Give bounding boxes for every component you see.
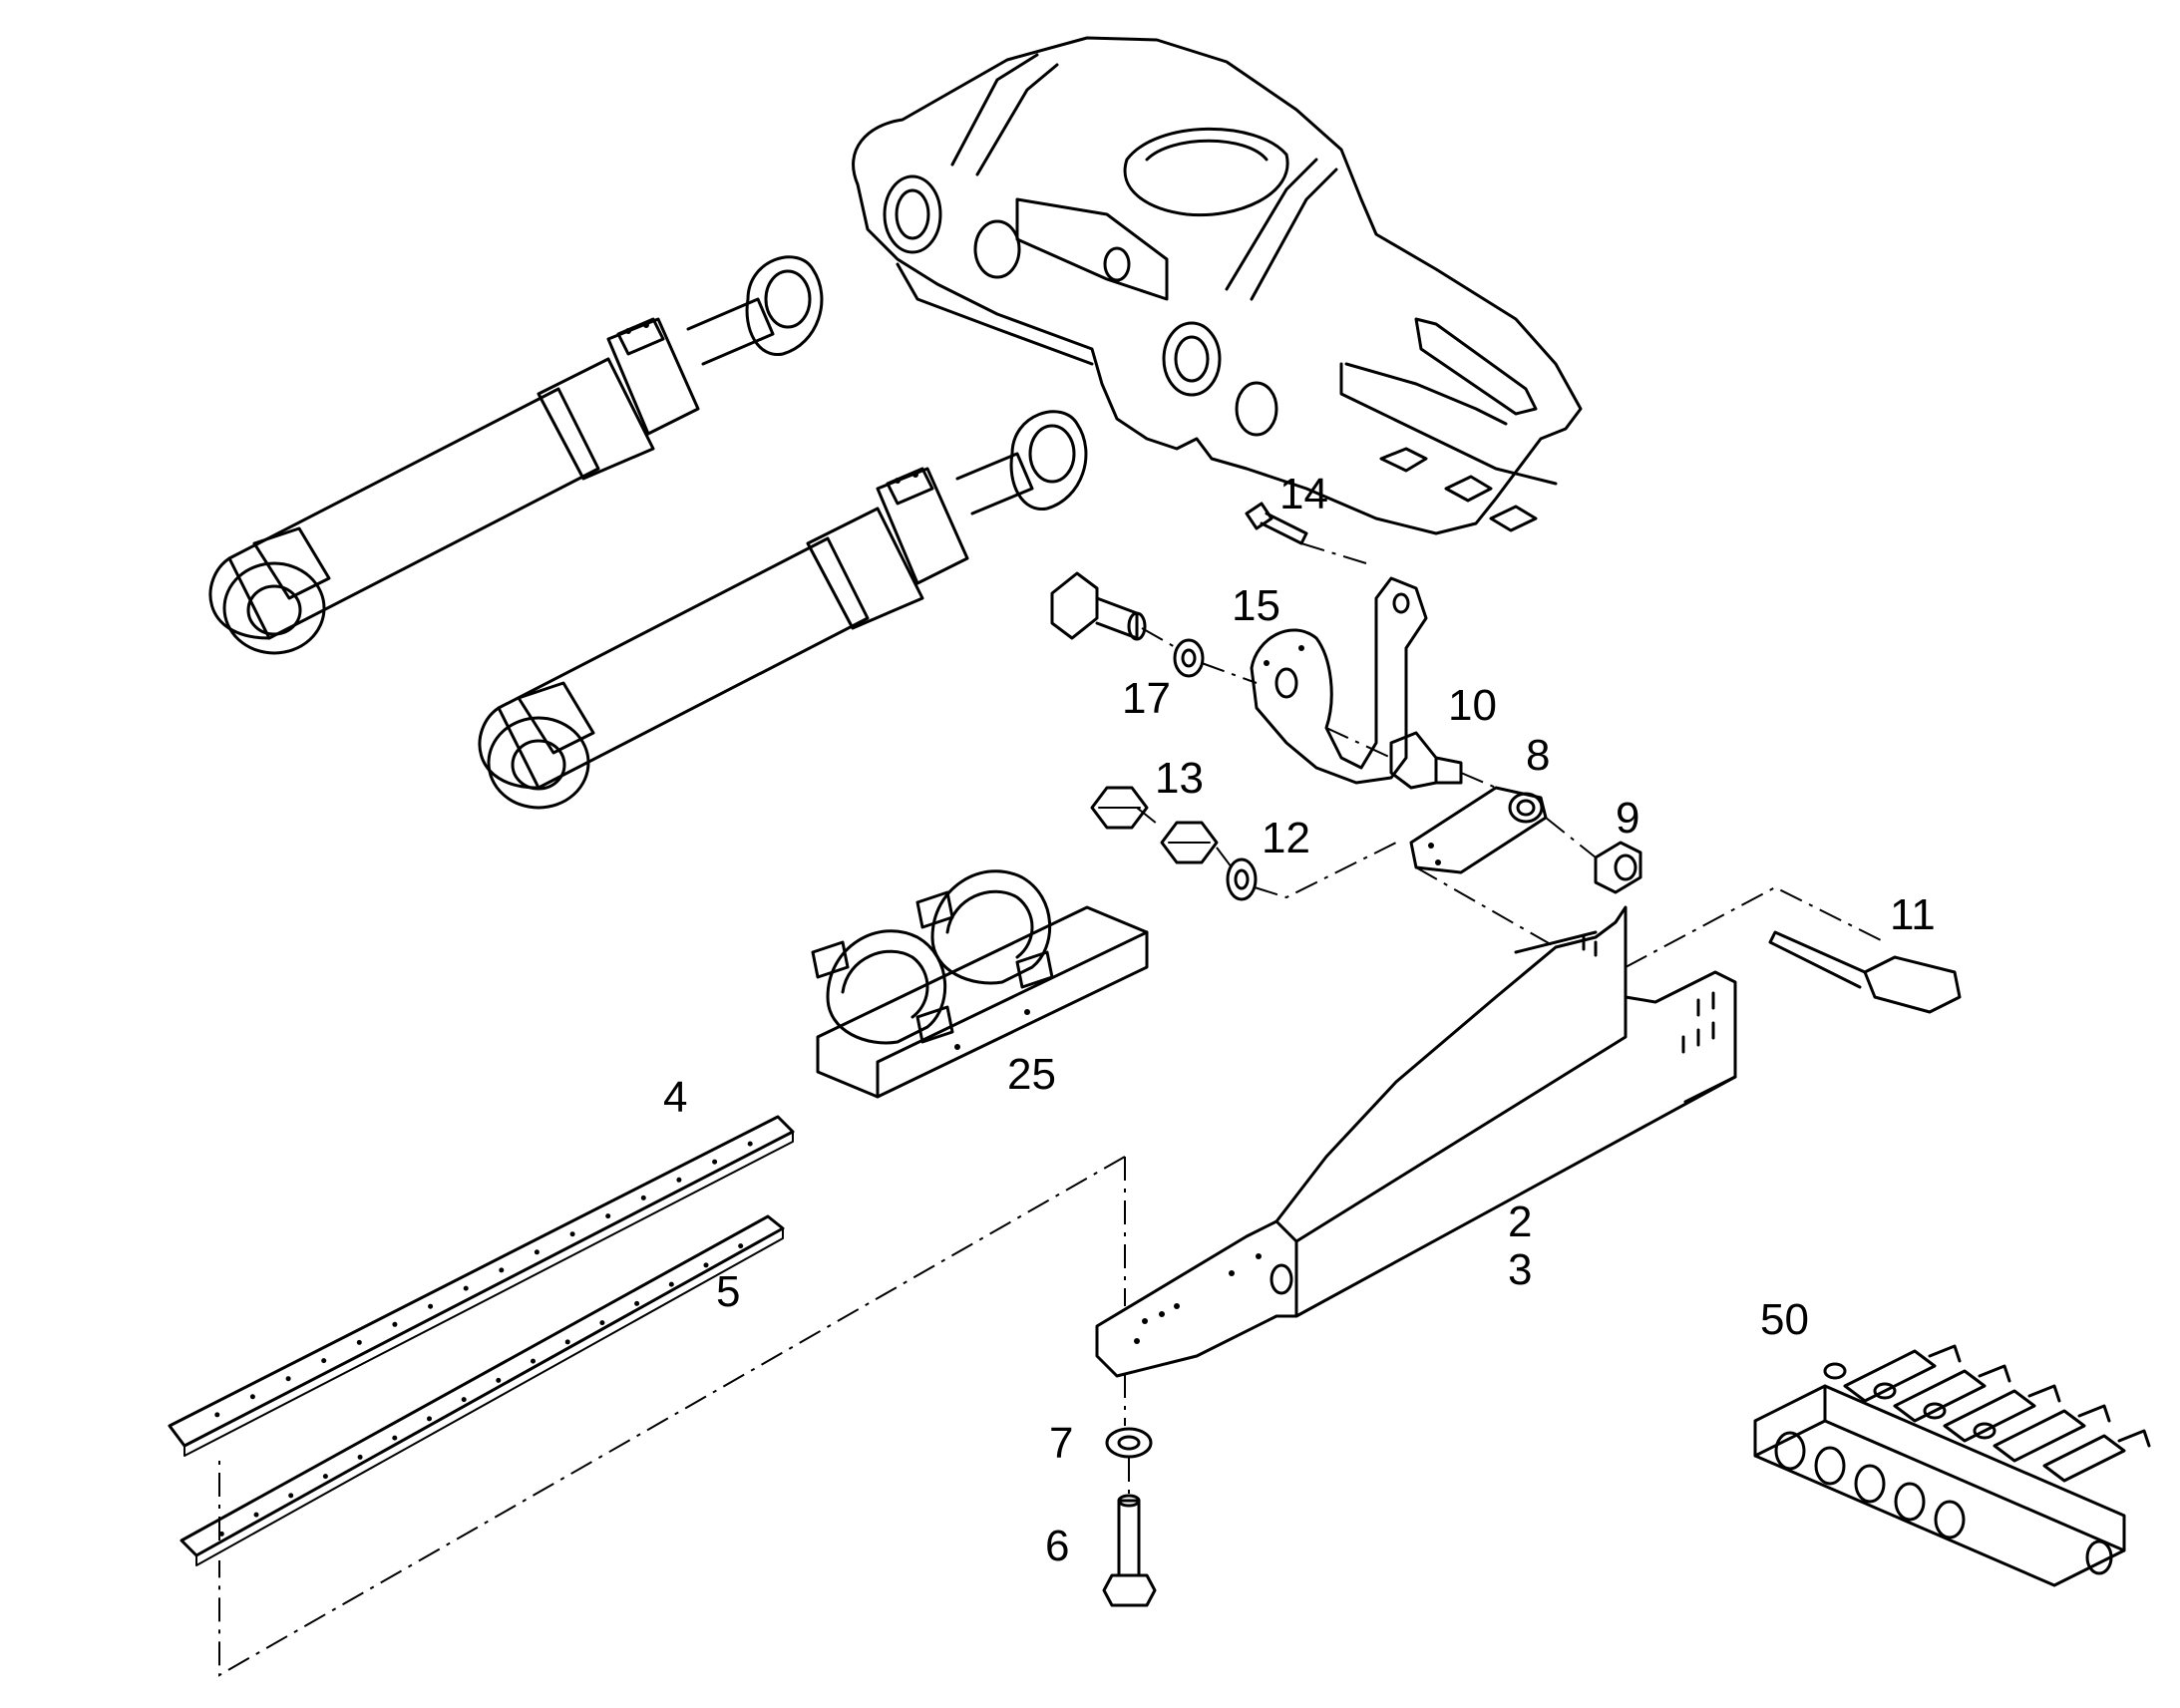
callout-2: 2 <box>1508 1197 1532 1246</box>
callout-6: 6 <box>1045 1522 1069 1570</box>
callout-11: 11 <box>1890 890 1936 939</box>
callout-5: 5 <box>716 1267 740 1316</box>
strip-hole <box>676 1177 682 1183</box>
strip-hole <box>218 1531 224 1537</box>
fitting-10 <box>1389 731 1463 790</box>
lubrication-manifold-50 <box>1753 1344 2151 1587</box>
frame-bracket <box>852 36 1583 535</box>
callout-50: 50 <box>1760 1295 1809 1344</box>
callout-4: 4 <box>663 1073 687 1122</box>
strip-hole <box>285 1376 291 1382</box>
strip-hole <box>747 1141 753 1147</box>
strip-hole <box>249 1394 255 1400</box>
plate-8 <box>1409 786 1548 874</box>
bolt-14 <box>1245 502 1308 545</box>
bracket-15 <box>1250 576 1428 785</box>
strip-hole <box>214 1412 220 1418</box>
washer-17 <box>1173 638 1205 678</box>
strip-holes <box>214 1141 753 1537</box>
callout-14: 14 <box>1279 470 1328 518</box>
strip-hole <box>356 1339 362 1345</box>
bolt-6 <box>1102 1494 1157 1607</box>
strip-hole <box>463 1285 469 1291</box>
callout-10: 10 <box>1448 681 1497 730</box>
strip-4 <box>168 1115 795 1457</box>
strip-hole <box>322 1474 328 1480</box>
strip-hole <box>461 1397 467 1403</box>
strip-hole <box>569 1231 575 1237</box>
callout-17: 17 <box>1122 674 1171 723</box>
strip-hole <box>564 1339 570 1345</box>
bolt-11 <box>1768 930 1962 1014</box>
leader-lines <box>218 542 1886 1677</box>
bolt-17 <box>1050 571 1147 641</box>
pipe-clamp-assembly-25 <box>811 869 1149 1099</box>
callout-9: 9 <box>1616 794 1639 843</box>
callout-12: 12 <box>1262 814 1310 862</box>
callout-25: 25 <box>1007 1050 1056 1099</box>
strip-hole <box>605 1213 611 1219</box>
fitting-9 <box>1594 841 1642 894</box>
strip-hole <box>712 1159 718 1165</box>
strip-hole <box>499 1267 505 1273</box>
strip-hole <box>392 1321 398 1327</box>
strip-hole <box>534 1249 540 1255</box>
nut-13b <box>1160 821 1219 864</box>
washer-12 <box>1226 857 1258 901</box>
strip-hole <box>428 1303 434 1309</box>
nut-13a <box>1090 786 1149 830</box>
strip-hole <box>321 1358 327 1364</box>
strip-hole <box>253 1512 259 1518</box>
strip-hole <box>640 1195 646 1200</box>
washer-7 <box>1105 1427 1153 1459</box>
strip-hole <box>357 1454 363 1460</box>
strip-hole <box>668 1281 674 1287</box>
strip-hole <box>288 1493 294 1499</box>
strip-hole <box>634 1300 640 1306</box>
hydraulic-cylinder-lower <box>478 410 1088 810</box>
strip-hole <box>531 1358 536 1364</box>
strip-hole <box>496 1377 502 1383</box>
callout-8: 8 <box>1526 731 1550 780</box>
strip-hole <box>392 1435 398 1441</box>
strip-hole <box>599 1320 605 1326</box>
support-plate-2-3 <box>1095 905 1737 1378</box>
callout-labels: 2 3 4 5 6 7 8 9 10 11 12 13 14 15 17 25 … <box>663 470 1936 1570</box>
strip-5 <box>180 1214 785 1566</box>
callout-13: 13 <box>1155 754 1204 803</box>
strip-hole <box>738 1243 744 1249</box>
callout-7: 7 <box>1049 1419 1073 1468</box>
hydraulic-cylinder-upper <box>208 255 824 655</box>
strip-hole <box>703 1262 709 1268</box>
callout-15: 15 <box>1232 581 1280 630</box>
callout-3: 3 <box>1508 1245 1532 1294</box>
strip-hole <box>427 1416 432 1422</box>
